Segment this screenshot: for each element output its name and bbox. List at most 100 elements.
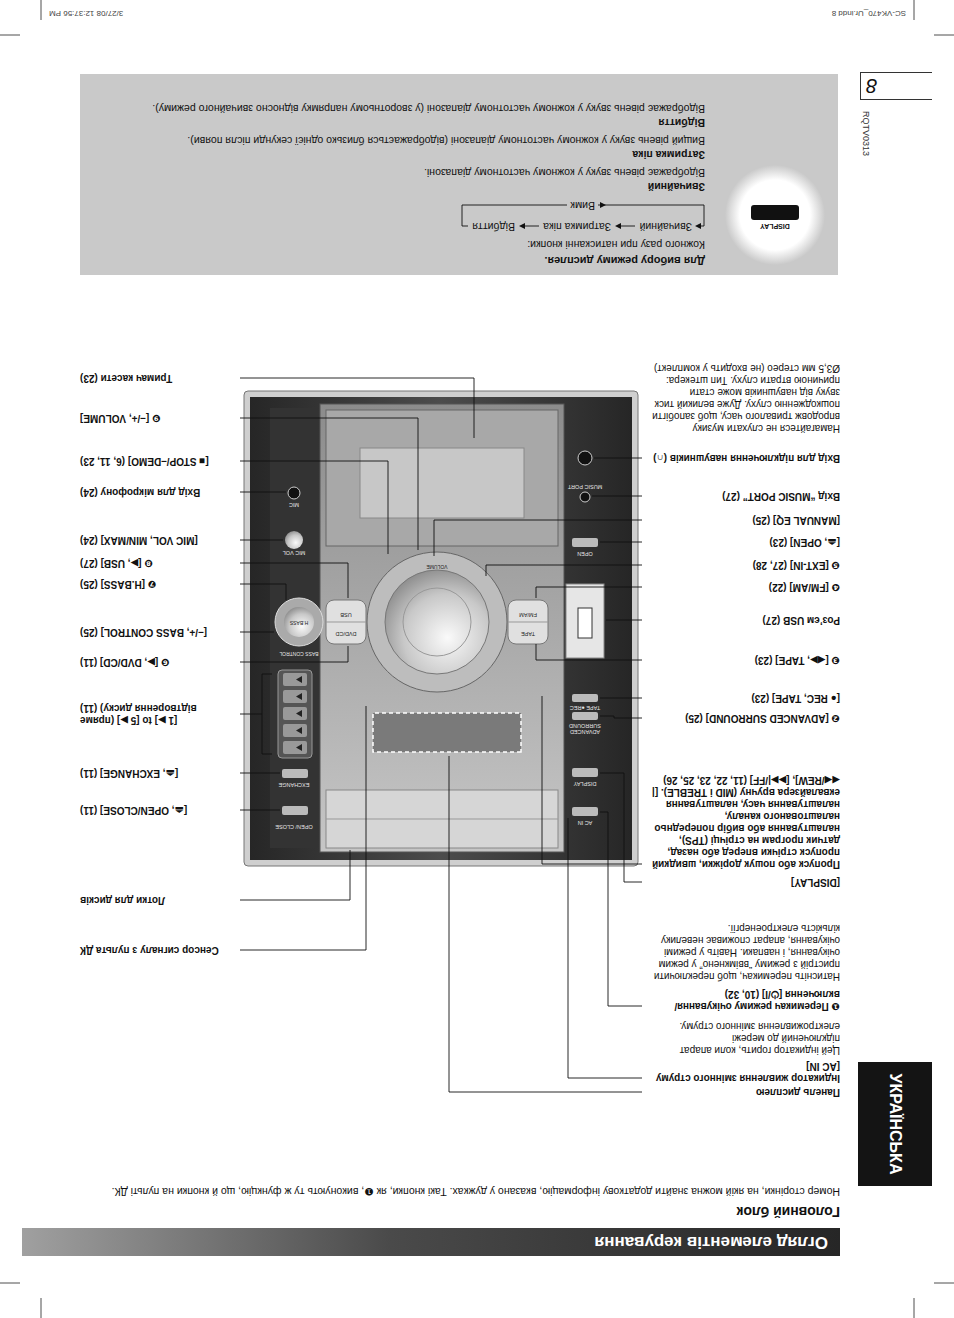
main-unit <box>326 819 558 820</box>
leader-line <box>536 644 642 660</box>
main-unit <box>296 676 302 751</box>
crop-mark <box>41 0 42 20</box>
panel-text: Звичайний <box>640 220 693 233</box>
callout-label: ❻ [▶, DVD/CD] (11) <box>80 656 235 668</box>
callout-label: Вхід “MUSIC PORT” (27) <box>650 490 840 502</box>
leader-line <box>240 850 350 900</box>
main-unit <box>572 768 598 777</box>
panel-illustration <box>725 165 825 265</box>
main-unit <box>373 713 521 752</box>
callout-label: Тримач касети (23) <box>80 372 235 384</box>
main-unit <box>580 492 590 502</box>
main-unit <box>572 807 598 816</box>
main-unit <box>244 391 638 866</box>
leader-line <box>240 773 280 774</box>
leader-line <box>240 714 262 715</box>
panel-text: Кожного разу при натисканні кнопки: <box>527 238 705 251</box>
display-button: DISPLAY <box>740 197 810 231</box>
arrow-head <box>600 202 606 208</box>
main-unit <box>578 608 592 638</box>
main-unit <box>285 531 303 549</box>
crop-mark <box>914 1298 915 1318</box>
leader-line <box>592 496 642 497</box>
print-slug: 3/27/08 12:37:56 PM <box>49 8 249 18</box>
panel-marking: OPEN <box>566 550 604 556</box>
main-unit <box>326 410 558 546</box>
main-unit <box>275 598 323 646</box>
leader-line <box>606 620 642 621</box>
leader-line <box>594 458 642 459</box>
main-unit <box>283 707 307 720</box>
panel-text: Відбиття <box>658 116 705 129</box>
leader-line <box>240 646 348 662</box>
main-unit <box>284 607 314 637</box>
callout-label: [■ STOP/–DEMO] (6, 11, 23) <box>80 455 235 467</box>
page-number-box: 8 <box>860 72 932 100</box>
leader-line <box>449 756 642 1092</box>
main-unit <box>326 600 366 644</box>
callout-label: [1 ▶] to [5 ▶] (пряме відтворення диску)… <box>80 702 235 726</box>
main-unit <box>288 487 300 499</box>
main-unit <box>283 690 307 703</box>
panel-marking: OPEN/ CLOSE <box>270 823 318 829</box>
print-slug: SC-VK470_Ur.indd 8 <box>706 8 906 18</box>
callout-label: Вхід для мікрофону (24) <box>80 486 235 498</box>
callout-label: Намагайтеся не слухати музику впродовж т… <box>650 362 840 434</box>
arrow-head <box>695 223 701 229</box>
crop-mark <box>0 1283 20 1284</box>
panel-text: Вищий рівень звуку у кожному частотному … <box>105 134 705 147</box>
language-tab: УКРАЇНСЬКА <box>858 1062 932 1186</box>
callout-label: ❶ Перемикач режиму очікування/включення … <box>650 988 840 1012</box>
main-unit <box>578 451 592 465</box>
main-unit <box>282 769 308 778</box>
callout-label: [⏏, EXCHANGE] (11) <box>80 767 235 779</box>
main-unit <box>326 790 558 848</box>
flow-line <box>620 226 635 227</box>
section-header-bar: Огляд елементів керування <box>22 1228 840 1256</box>
callout-label: ❾ [–/+, VOLUME] <box>80 412 235 424</box>
leader-line <box>568 818 642 1078</box>
main-unit <box>572 712 598 720</box>
flow-line <box>524 226 539 227</box>
panel-marking: MIC VOL <box>274 549 314 555</box>
callout-label: [⏏, OPEN] (23) <box>650 536 840 548</box>
leader-line <box>600 773 642 882</box>
display-mode-panel: Для вибору режиму дисплея.Кожного разу п… <box>80 74 838 275</box>
main-unit <box>282 806 308 815</box>
leader-line <box>240 706 366 950</box>
callout-label: Пропуск або пошук доріжки, швидкий пропу… <box>650 774 840 870</box>
panel-marking: BASS CONTROL <box>270 651 328 656</box>
leader-line <box>262 674 272 754</box>
main-unit <box>572 694 598 702</box>
callout-label: Лотки для дисків <box>80 894 235 906</box>
intro-note: Номер сторінки, на якій можна знайти дод… <box>100 1185 840 1198</box>
main-unit <box>244 391 638 866</box>
button-label: DISPLAY <box>740 222 810 231</box>
page-number: 8 <box>866 74 877 98</box>
panel-marking: TAPE <box>508 630 548 636</box>
panel-marking: USB <box>326 611 366 617</box>
arrow-head <box>615 223 621 229</box>
leader-line <box>240 540 283 541</box>
main-unit <box>508 622 548 623</box>
callout-label: [⏏, OPEN/CLOSE] (11) <box>80 804 235 816</box>
document-code: RQTV0313 <box>861 104 872 164</box>
callout-label: Вхід для підключення навушників (∩) <box>650 452 840 464</box>
callout-label: ❹ [FM/AM] (22) <box>650 581 840 593</box>
leader-line <box>434 520 642 556</box>
main-unit <box>320 404 564 852</box>
main-unit <box>566 584 604 658</box>
main-unit <box>385 570 489 674</box>
callout-label: Роз’єм USB (27) <box>650 614 840 626</box>
main-unit <box>403 588 471 656</box>
tab-label: УКРАЇНСЬКА <box>886 1074 904 1175</box>
panel-marking: ADVANCED SURROUND <box>564 722 606 734</box>
panel-text: Відбиття <box>472 220 515 233</box>
crop-mark <box>914 0 915 20</box>
panel-text: Затримка піка <box>543 220 611 233</box>
leader-line <box>240 492 286 493</box>
callout-label: [DISPLAY] <box>650 876 840 888</box>
panel-marking: AC IN <box>566 819 604 825</box>
